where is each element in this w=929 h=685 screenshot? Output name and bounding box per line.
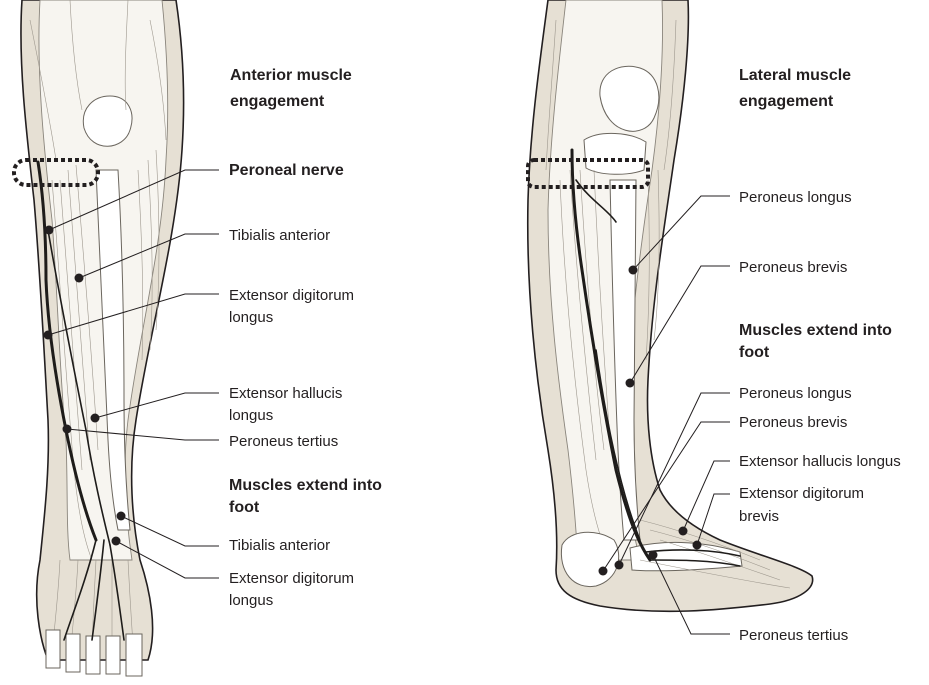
- label-extensor-digitorum-longus: Extensor digitorum longus: [229, 287, 358, 326]
- anterior-heading: Anterior muscle engagement: [230, 67, 356, 110]
- label-lateral-peroneus-brevis: Peroneus brevis: [739, 259, 847, 276]
- anterior-foot-heading: Muscles extend into foot: [229, 477, 386, 516]
- label-foot-peroneus-brevis: Peroneus brevis: [739, 414, 847, 431]
- label-foot-tibialis-anterior: Tibialis anterior: [229, 537, 330, 554]
- lateral-foot-heading: Muscles extend into foot: [739, 322, 896, 361]
- label-lateral-peroneus-longus: Peroneus longus: [739, 189, 852, 206]
- label-tibialis-anterior: Tibialis anterior: [229, 227, 330, 244]
- label-foot-extensor-hallucis-longus: Extensor hallucis longus: [739, 453, 901, 470]
- label-foot-extensor-digitorum-longus: Extensor digitorum longus: [229, 570, 358, 609]
- label-peroneal-nerve: Peroneal nerve: [229, 162, 344, 179]
- lateral-heading: Lateral muscle engagement: [739, 67, 856, 110]
- label-extensor-hallucis-longus: Extensor hallucis longus: [229, 385, 347, 424]
- label-foot-extensor-digitorum-brevis: Extensor digitorum brevis: [739, 485, 868, 525]
- label-peroneus-tertius: Peroneus tertius: [229, 433, 338, 450]
- label-foot-peroneus-longus: Peroneus longus: [739, 385, 852, 402]
- label-foot-peroneus-tertius: Peroneus tertius: [739, 627, 848, 644]
- anterior-leg-illustration: [14, 0, 184, 676]
